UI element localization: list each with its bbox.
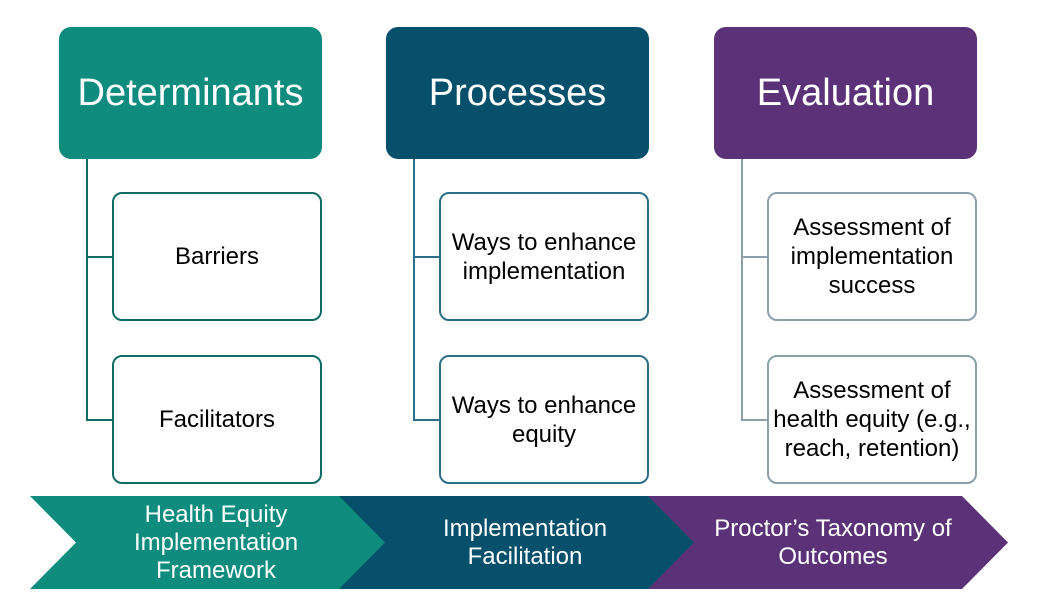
implementation-success-label: Assessment of implementation success [790,214,954,299]
determinants-connector [86,159,88,420]
enhance-implementation-connector [413,256,439,258]
chevron-proctor-label: Proctor’s Taxonomy of Outcomes [714,514,952,570]
health-equity-connector [741,419,767,421]
implementation-success-box: Assessment of implementation success [767,192,977,321]
barriers-connector [86,256,112,258]
chevron-heif: Health Equity Implementation Framework [30,496,386,589]
enhance-equity-box: Ways to enhance equity [439,355,649,484]
enhance-equity-label: Ways to enhance equity [451,391,637,448]
enhance-implementation-label: Ways to enhance implementation [451,228,637,285]
facilitators-box: Facilitators [112,355,322,484]
chevron-heif-shape [30,496,386,589]
chevron-heif-label: Health Equity Implementation Framework [133,500,299,584]
implementation-success-connector [741,256,767,258]
barriers-label: Barriers [174,243,259,270]
chevron-facilitation-shape [339,496,695,589]
enhance-equity-connector [413,419,439,421]
chevron-proctor: Proctor’s Taxonomy of Outcomes [648,496,1008,589]
facilitators-connector [86,419,112,421]
chevron-proctor-shape [648,496,1008,589]
health-equity-label: Assessment of health equity (e.g., reach… [773,377,971,462]
evaluation-heading: Evaluation [714,27,977,159]
processes-connector [413,159,415,420]
facilitators-label: Facilitators [158,406,276,433]
enhance-implementation-box: Ways to enhance implementation [439,192,649,321]
health-equity-box: Assessment of health equity (e.g., reach… [767,355,977,484]
barriers-box: Barriers [112,192,322,321]
chevron-facilitation-label: Implementation Facilitation [442,514,608,570]
evaluation-connector [741,159,743,420]
chevron-facilitation: Implementation Facilitation [339,496,695,589]
determinants-heading: Determinants [59,27,322,159]
processes-heading: Processes [386,27,649,159]
